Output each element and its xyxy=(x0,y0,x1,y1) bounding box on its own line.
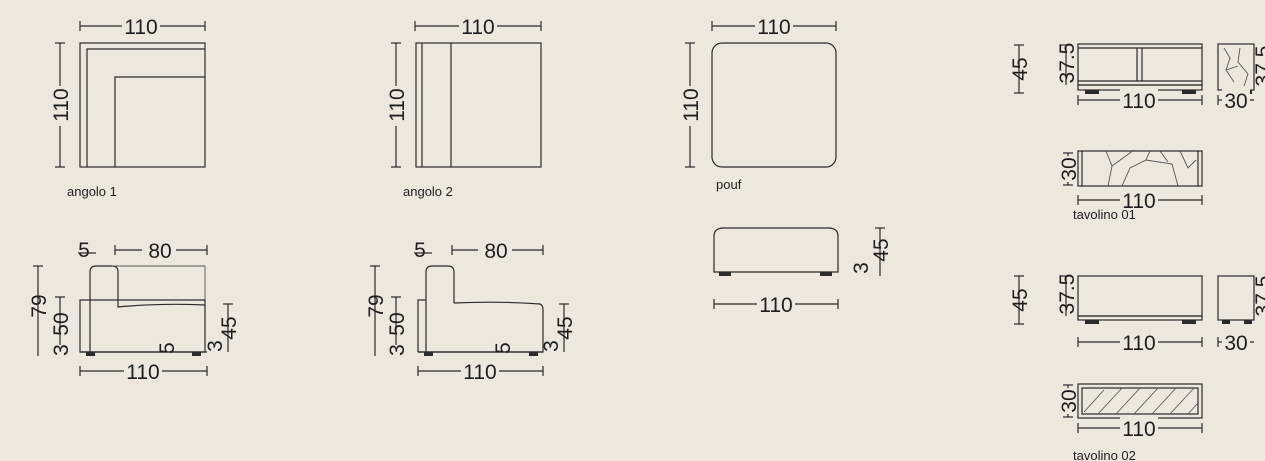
angolo1-caption: angolo 1 xyxy=(67,184,117,199)
angolo2-side-seat-height-label: 45 xyxy=(554,316,577,339)
angolo2-side-back-label: 5 xyxy=(414,239,426,262)
angolo2-side-depth-label: 80 xyxy=(484,240,507,263)
tavolino02-caption: tavolino 02 xyxy=(1073,448,1136,461)
angolo1-side-width-label: 110 xyxy=(126,361,159,384)
angolo1-side-foot-label: 3 xyxy=(50,344,73,356)
angolo2-plan-width-label: 110 xyxy=(461,16,494,39)
tavolino01-plan-depth-label: 30 xyxy=(1058,157,1081,180)
pouf-side-view: 45 3 110 xyxy=(713,227,893,317)
tavolino02-depth-label: 30 xyxy=(1224,332,1247,355)
tavolino02-plan: 30 110 tavolino 02 xyxy=(1056,383,1203,461)
tavolino01-height-label: 45 xyxy=(1009,57,1032,80)
angolo2-side-view: 5 80 79 50 3 5 45 3 110 xyxy=(365,238,577,384)
tavolino01-caption: tavolino 01 xyxy=(1073,207,1136,222)
angolo1-side-height-label: 79 xyxy=(28,294,51,317)
tavolino01-end-body-label: 37.5 xyxy=(1252,46,1265,87)
angolo2-side-mid-label: 5 xyxy=(492,342,515,354)
tavolino01-body-height-label: 37.5 xyxy=(1056,43,1079,84)
tavolino01-plan-width-label: 110 xyxy=(1122,190,1155,213)
tavolino02-body-height-label: 37.5 xyxy=(1056,274,1079,315)
tavolino02-width-label: 110 xyxy=(1122,332,1155,355)
angolo1-plan-view: 110 110 angolo 1 xyxy=(48,14,206,199)
angolo2-side-height-label: 79 xyxy=(365,294,388,317)
angolo1-side-arm-label: 50 xyxy=(50,312,73,335)
angolo1-side-view: 5 80 79 50 3 5 45 3 110 xyxy=(28,238,241,384)
tavolino02-elevation: 45 37.5 110 30 37.5 xyxy=(1009,274,1265,355)
angolo1-plan-width-label: 110 xyxy=(124,16,157,39)
angolo1-side-foot-right-label: 3 xyxy=(204,340,227,352)
angolo1-side-seat-height-label: 45 xyxy=(218,316,241,339)
pouf-side-foot-label: 3 xyxy=(850,262,873,274)
angolo2-side-foot-label: 3 xyxy=(386,344,409,356)
pouf-plan-depth-label: 110 xyxy=(680,88,703,121)
tavolino02-plan-width-label: 110 xyxy=(1122,418,1155,441)
angolo1-plan-depth-label: 110 xyxy=(50,88,73,121)
pouf-side-width-label: 110 xyxy=(759,294,792,317)
angolo1-side-depth-label: 80 xyxy=(148,240,171,263)
tavolino02-height-label: 45 xyxy=(1009,288,1032,311)
pouf-caption: pouf xyxy=(716,177,742,192)
pouf-plan-view: 110 110 pouf xyxy=(678,14,837,192)
pouf-plan-width-label: 110 xyxy=(757,16,790,39)
angolo2-caption: angolo 2 xyxy=(403,184,453,199)
angolo2-plan-depth-label: 110 xyxy=(386,88,409,121)
angolo2-plan-view: 110 110 angolo 2 xyxy=(384,14,542,199)
tavolino01-width-label: 110 xyxy=(1122,90,1155,113)
tavolino01-plan: 30 110 tavolino 01 xyxy=(1056,149,1203,222)
angolo2-side-arm-label: 50 xyxy=(386,312,409,335)
angolo1-side-mid-label: 5 xyxy=(156,342,179,354)
angolo1-side-back-label: 5 xyxy=(78,239,90,262)
angolo2-side-foot-right-label: 3 xyxy=(540,340,563,352)
pouf-side-height-label: 45 xyxy=(870,238,893,261)
angolo2-side-width-label: 110 xyxy=(463,361,496,384)
tavolino02-plan-depth-label: 30 xyxy=(1058,389,1081,412)
tavolino01-elevation: 45 37.5 110 30 37.5 xyxy=(1009,43,1265,113)
tavolino01-depth-label: 30 xyxy=(1224,90,1247,113)
glass-hatching xyxy=(1083,387,1199,415)
tavolino02-end-body-label: 37.5 xyxy=(1252,276,1265,317)
